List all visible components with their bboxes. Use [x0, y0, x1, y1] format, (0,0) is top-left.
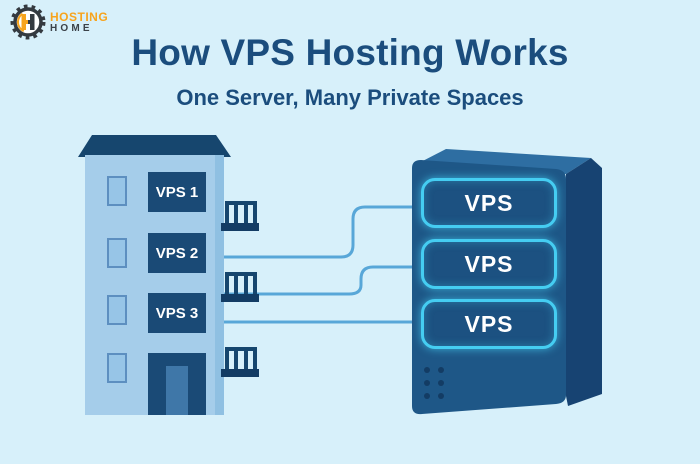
server-side-face [566, 158, 602, 406]
balcony-railing [225, 272, 257, 294]
brand-name-bottom: HOME [50, 23, 93, 35]
brand-name-top: HOSTING [50, 10, 109, 25]
page-subtitle: One Server, Many Private Spaces [176, 85, 524, 110]
balcony [221, 347, 259, 377]
building-window [107, 238, 127, 268]
building-corner-edge [215, 155, 224, 415]
balcony [221, 272, 259, 302]
balcony-slab [221, 223, 259, 231]
brand-logo[interactable]: HOSTING HOME [10, 4, 108, 40]
building-door [148, 353, 206, 415]
server-slot-3: VPS [421, 299, 557, 349]
connector-lines [224, 205, 414, 324]
gear-h-icon [10, 4, 46, 40]
connector-line-2 [224, 265, 414, 296]
balcony [221, 201, 259, 231]
building-window [107, 353, 127, 383]
balcony-slab [221, 369, 259, 377]
server-slot-1: VPS [421, 178, 557, 228]
building-window [107, 295, 127, 325]
building-window [107, 176, 127, 206]
brand-wordmark: HOSTING HOME [50, 11, 108, 34]
building-unit-vps1: VPS 1 [148, 172, 206, 212]
balcony-railing [225, 347, 257, 369]
balcony-railing [225, 201, 257, 223]
building-unit-vps2: VPS 2 [148, 233, 206, 273]
building-door-panel [166, 366, 188, 415]
server-slot-2: VPS [421, 239, 557, 289]
page-title: How VPS Hosting Works [131, 32, 569, 73]
connector-line-1 [224, 205, 414, 259]
building-unit-vps3: VPS 3 [148, 293, 206, 333]
building-roof [78, 135, 231, 157]
balcony-slab [221, 294, 259, 302]
server-vent-dots [424, 367, 444, 399]
